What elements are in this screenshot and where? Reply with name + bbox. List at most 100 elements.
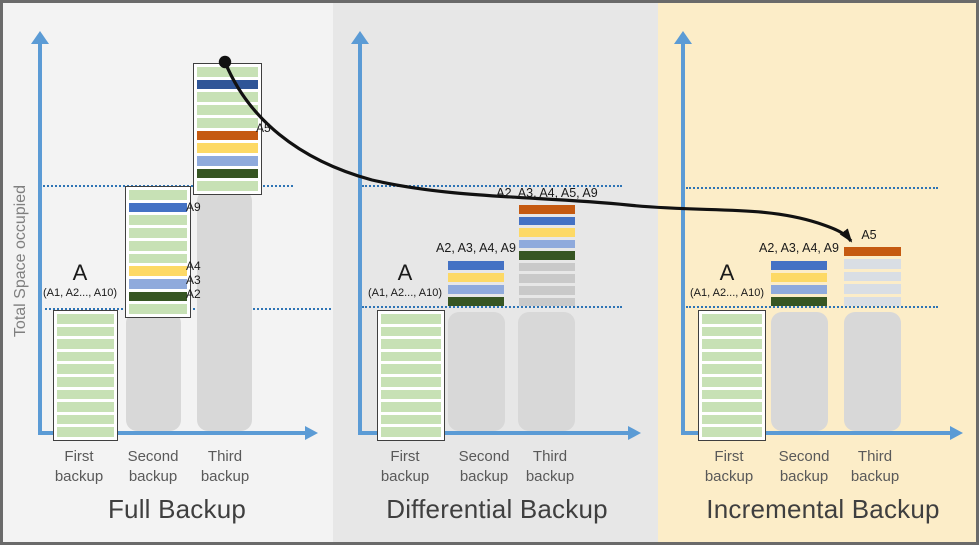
incr-panel-title: Incremental Backup — [706, 494, 940, 524]
data-block-gray — [519, 285, 575, 295]
full-panel-title: Full Backup — [107, 494, 247, 524]
data-block-lightblue — [129, 278, 187, 289]
data-block-blue — [129, 202, 187, 213]
data-block-gray — [519, 262, 575, 272]
backup-bar — [448, 261, 504, 306]
data-block-green — [702, 427, 762, 437]
full-block-label-a9: A9 — [186, 200, 201, 214]
data-block-pale — [844, 259, 901, 269]
data-block-green — [129, 228, 187, 238]
backup-bar — [193, 63, 262, 195]
x-axis — [681, 431, 950, 435]
y-axis-arrow-icon — [31, 31, 49, 44]
data-block-green — [57, 427, 114, 437]
backup-bar — [377, 310, 445, 441]
data-block-darkgreen — [448, 297, 504, 306]
full-source-sublabel: (A1, A2..., A10) — [43, 287, 117, 299]
capacity-reference-line — [686, 306, 938, 308]
data-block-darkgreen — [197, 168, 258, 179]
diff-source-label-a: A — [397, 260, 413, 285]
data-block-blue — [448, 261, 504, 270]
data-block-green — [57, 376, 114, 387]
previous-backup-ghost-bar — [126, 312, 181, 431]
backup-bar — [698, 310, 766, 441]
data-block-green — [197, 105, 258, 115]
incr-third-backup-blocks-label: A5 — [861, 228, 877, 242]
data-block-green — [702, 326, 762, 337]
diff-third-backup-blocks-label: A2, A3, A4, A5, A9 — [496, 186, 598, 200]
data-block-gray — [519, 297, 575, 307]
x-axis-arrow-icon — [305, 426, 318, 440]
data-block-green — [381, 326, 441, 337]
data-block-green — [381, 414, 441, 425]
data-block-green — [702, 339, 762, 349]
full-xlabel-first: First backup — [54, 448, 104, 485]
data-block-green — [702, 351, 762, 362]
data-block-green — [129, 215, 187, 226]
data-block-green — [197, 181, 258, 192]
data-block-lightblue — [519, 239, 575, 249]
data-block-green — [381, 402, 441, 412]
diff-xlabel-third: Third backup — [525, 448, 575, 485]
y-axis-arrow-icon — [674, 31, 692, 44]
data-block-pale — [844, 284, 901, 294]
full-block-label-a2: A2 — [186, 287, 201, 301]
data-block-gray — [519, 274, 575, 283]
x-axis-arrow-icon — [950, 426, 963, 440]
diff-panel-title: Differential Backup — [386, 494, 608, 524]
data-block-darkgreen — [771, 297, 827, 306]
data-block-orange — [844, 247, 901, 257]
y-axis — [681, 42, 685, 435]
data-block-green — [129, 253, 187, 264]
data-block-green — [702, 402, 762, 412]
data-block-green — [129, 190, 187, 200]
data-block-green — [381, 351, 441, 362]
previous-backup-ghost-bar — [844, 312, 901, 431]
data-block-darkgreen — [129, 291, 187, 302]
data-block-green — [381, 314, 441, 324]
data-block-lightblue — [771, 285, 827, 294]
data-block-yellow — [448, 273, 504, 282]
full-block-label-a5: A5 — [256, 121, 271, 135]
data-block-orange — [519, 205, 575, 214]
previous-backup-ghost-bar — [771, 312, 828, 431]
previous-backup-ghost-bar — [197, 190, 252, 431]
data-block-yellow — [129, 266, 187, 276]
data-block-green — [129, 240, 187, 251]
data-block-green — [57, 326, 114, 337]
diff-source-sublabel: (A1, A2..., A10) — [368, 287, 442, 299]
data-block-green — [57, 402, 114, 412]
backup-bar — [519, 205, 575, 307]
x-axis — [38, 431, 305, 435]
incr-xlabel-third: Third backup — [850, 448, 900, 485]
data-block-green — [57, 314, 114, 324]
y-axis-title: Total Space occupied — [12, 184, 29, 338]
data-block-green — [381, 389, 441, 400]
x-axis-arrow-icon — [628, 426, 641, 440]
data-block-yellow — [771, 273, 827, 282]
data-block-darkgreen — [519, 251, 575, 260]
data-block-lightblue — [448, 285, 504, 294]
data-block-navy — [197, 79, 258, 90]
data-block-pale — [844, 271, 901, 282]
data-block-pale — [844, 296, 901, 307]
capacity-reference-line — [686, 187, 938, 189]
previous-backup-ghost-bar — [518, 312, 575, 431]
data-block-green — [57, 389, 114, 400]
data-block-green — [57, 414, 114, 425]
data-block-green — [57, 351, 114, 362]
full-xlabel-third: Third backup — [200, 448, 250, 485]
data-block-green — [702, 414, 762, 425]
data-block-green — [702, 314, 762, 324]
incr-xlabel-second: Second backup — [778, 448, 830, 485]
full-source-label-a: A — [72, 260, 88, 285]
data-block-blue — [771, 261, 827, 270]
data-block-blue — [519, 216, 575, 226]
backup-bar — [125, 186, 191, 318]
data-block-green — [702, 364, 762, 374]
diff-xlabel-second: Second backup — [458, 448, 510, 485]
data-block-yellow — [197, 143, 258, 153]
data-block-green — [197, 67, 258, 77]
data-block-green — [129, 304, 187, 315]
capacity-reference-line — [362, 306, 622, 308]
